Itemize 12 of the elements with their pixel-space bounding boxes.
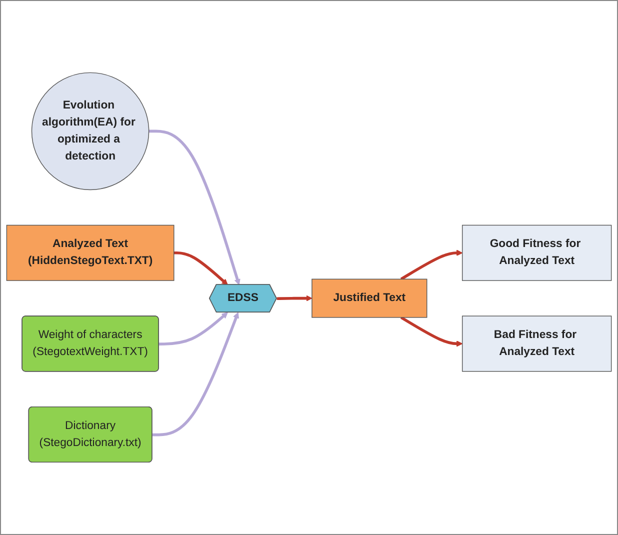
arrow: [158, 312, 228, 346]
node-box: Analyzed Text (HiddenStegoText.TXT): [6, 224, 174, 281]
arrow: [400, 250, 463, 280]
arrow: [174, 252, 228, 286]
arrow: [152, 312, 239, 436]
node-box: Justified Text: [312, 278, 428, 318]
arrow: [148, 130, 240, 286]
node-circle: Evolution algorithm(EA) for optimized a detection: [31, 72, 150, 190]
node-box: Bad Fitness for Analyzed Text: [462, 316, 612, 372]
node-box: Good Fitness for Analyzed Text: [462, 224, 612, 281]
arrow: [276, 295, 312, 302]
arrow: [400, 316, 463, 347]
